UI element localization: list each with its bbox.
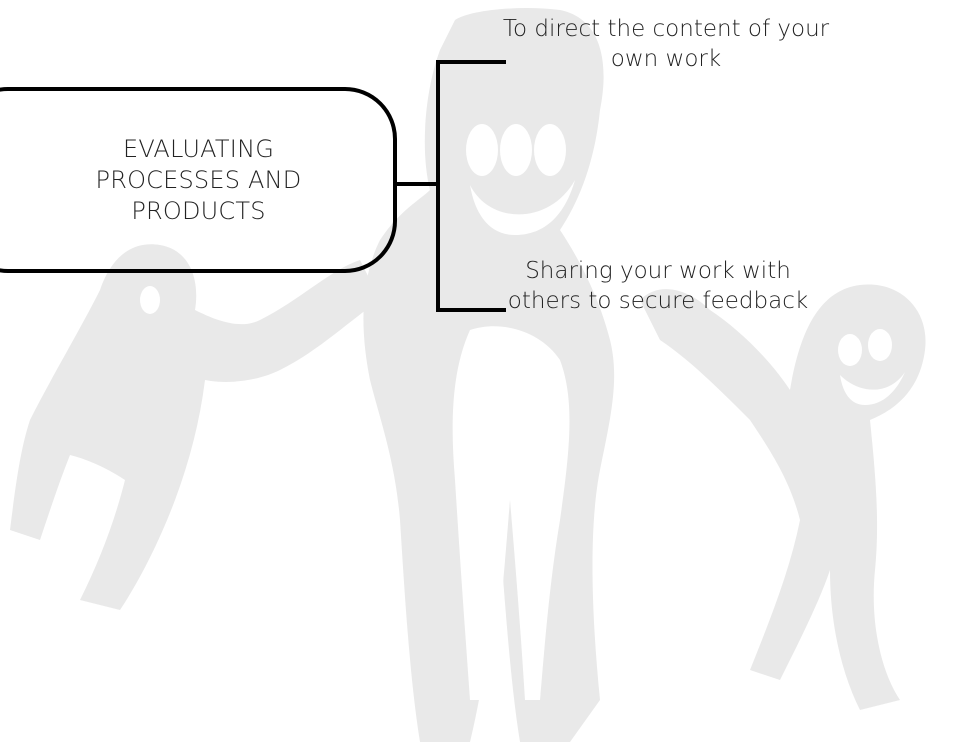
branch-label-sharing-work: Sharing your work with others to secure … — [507, 258, 809, 314]
left-eye — [466, 124, 498, 176]
root-node-label: EVALUATING PROCESSES AND PRODUCTS — [95, 134, 302, 225]
smile — [470, 180, 575, 235]
right-figure-eye-left — [838, 334, 862, 366]
right-eye — [534, 124, 566, 176]
branch-label-direct-content: To direct the content of your own work — [502, 16, 830, 72]
right-figure-eye-right — [868, 329, 892, 361]
center-figure-inner — [452, 326, 570, 700]
bracket-connector — [397, 60, 506, 312]
left-figure — [10, 244, 380, 610]
root-node: EVALUATING PROCESSES AND PRODUCTS — [0, 87, 397, 273]
background-figures-watermark — [10, 8, 926, 742]
left-figure-eye — [140, 286, 160, 314]
right-figure-smile — [840, 372, 905, 405]
middle-eye — [500, 124, 532, 176]
